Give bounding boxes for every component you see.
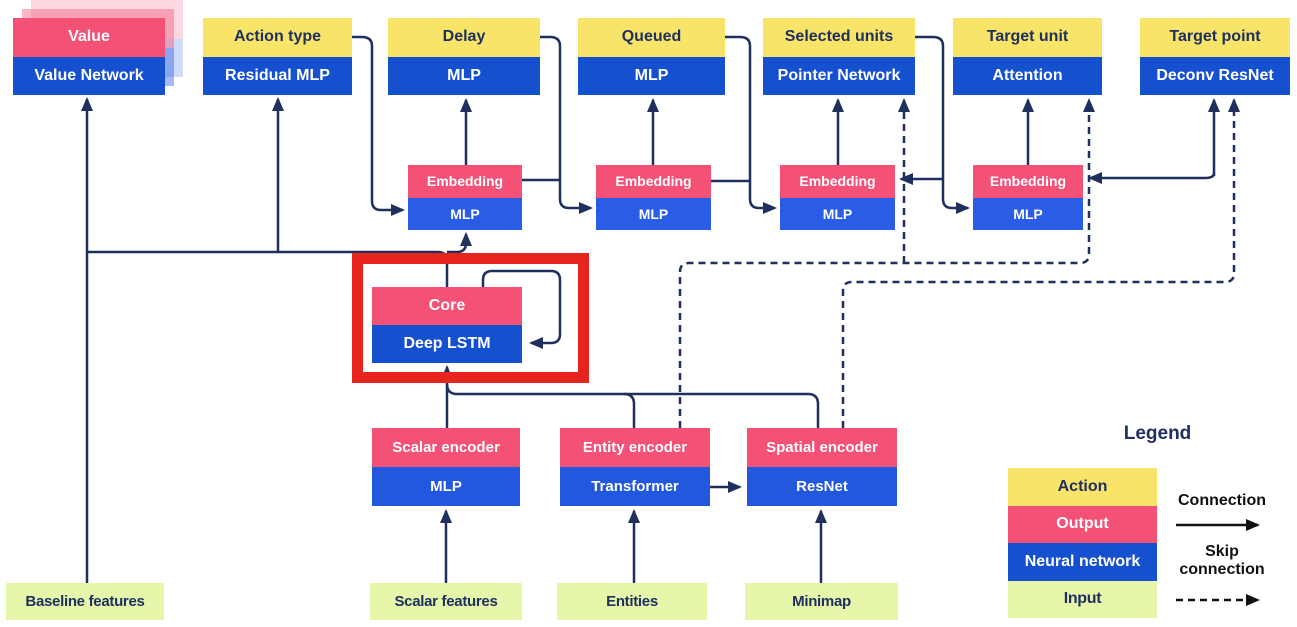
action-type-label: Action type: [203, 18, 352, 57]
target-unit-network-label: Attention: [953, 56, 1102, 95]
embedding-2-label: Embedding: [596, 165, 711, 198]
delay-label: Delay: [388, 18, 540, 57]
legend-connection-label: Connection: [1178, 492, 1266, 509]
embedding-1-label: Embedding: [408, 165, 522, 198]
target-unit-label: Target unit: [953, 18, 1102, 57]
skip-entity-to-attention: [678, 98, 1095, 428]
spatial-encoder-label: Spatial encoder: [747, 428, 897, 467]
embedding-4: Embedding MLP: [973, 165, 1083, 230]
legend-title: Legend: [1123, 423, 1192, 444]
deep-lstm-label: Deep LSTM: [372, 325, 522, 363]
action-type-network-label: Residual MLP: [203, 56, 352, 95]
target-point-network-label: Deconv ResNet: [1140, 56, 1290, 95]
queued-label: Queued: [578, 18, 725, 57]
embedding-1-mlp-label: MLP: [408, 197, 522, 230]
core-label: Core: [372, 287, 522, 325]
scalar-encoder-label: Scalar encoder: [372, 428, 520, 467]
target-point-label: Target point: [1140, 18, 1290, 57]
input-minimap: Minimap: [745, 583, 898, 620]
entity-encoder-label: Entity encoder: [560, 428, 710, 467]
conn-delay-chain: [540, 35, 593, 214]
skip-spatial-to-deconv: [841, 98, 1240, 428]
embedding-4-label: Embedding: [973, 165, 1083, 198]
legend-skip-connection-label: Skip connection: [1179, 543, 1265, 579]
embedding-3: Embedding MLP: [780, 165, 895, 230]
legend-input-row: Input: [1008, 580, 1157, 618]
input-scalar-features: Scalar features: [370, 583, 522, 620]
value-network-label: Value Network: [13, 56, 165, 95]
conn-queued-chain: [725, 35, 777, 214]
input-baseline-features: Baseline features: [6, 583, 164, 620]
head-value: Value Value Network: [13, 18, 165, 95]
embedding-4-mlp-label: MLP: [973, 197, 1083, 230]
embedding-3-mlp-label: MLP: [780, 197, 895, 230]
embedding-3-label: Embedding: [780, 165, 895, 198]
embedding-1: Embedding MLP: [408, 165, 522, 230]
core-block: Core Deep LSTM: [372, 287, 522, 363]
entity-encoder-network-label: Transformer: [560, 467, 710, 506]
head-delay: Delay MLP: [388, 18, 540, 95]
queued-network-label: MLP: [578, 56, 725, 95]
embedding-2: Embedding MLP: [596, 165, 711, 230]
entity-encoder-block: Entity encoder Transformer: [560, 428, 710, 506]
scalar-encoder-block: Scalar encoder MLP: [372, 428, 520, 506]
conn-entity-merge: [623, 392, 636, 428]
legend-action-row: Action: [1008, 468, 1157, 506]
highlight-box: [352, 253, 589, 383]
conn-actiontype-chain: [352, 35, 405, 216]
legend-box: Action Output Neural network Input: [1008, 468, 1157, 618]
head-selected-units: Selected units Pointer Network: [763, 18, 915, 95]
selected-units-network-label: Pointer Network: [763, 56, 915, 95]
head-action-type: Action type Residual MLP: [203, 18, 352, 95]
delay-network-label: MLP: [388, 56, 540, 95]
selected-units-label: Selected units: [763, 18, 915, 57]
legend-neural-network-row: Neural network: [1008, 543, 1157, 581]
scalar-encoder-network-label: MLP: [372, 467, 520, 506]
conn-selected-units-chain: [915, 35, 970, 214]
spatial-encoder-network-label: ResNet: [747, 467, 897, 506]
value-output-label: Value: [13, 18, 165, 57]
legend-output-row: Output: [1008, 505, 1157, 543]
spatial-encoder-block: Spatial encoder ResNet: [747, 428, 897, 506]
conn-core-loop: [481, 269, 562, 349]
input-entities: Entities: [557, 583, 707, 620]
head-target-unit: Target unit Attention: [953, 18, 1102, 95]
head-queued: Queued MLP: [578, 18, 725, 95]
conn-embedding4-right-horizontal: [1088, 172, 1216, 184]
embedding-2-mlp-label: MLP: [596, 197, 711, 230]
head-target-point: Target point Deconv ResNet: [1140, 18, 1290, 95]
conn-spatial-merge: [445, 383, 820, 428]
conn-core-to-embedding1: [447, 232, 472, 254]
